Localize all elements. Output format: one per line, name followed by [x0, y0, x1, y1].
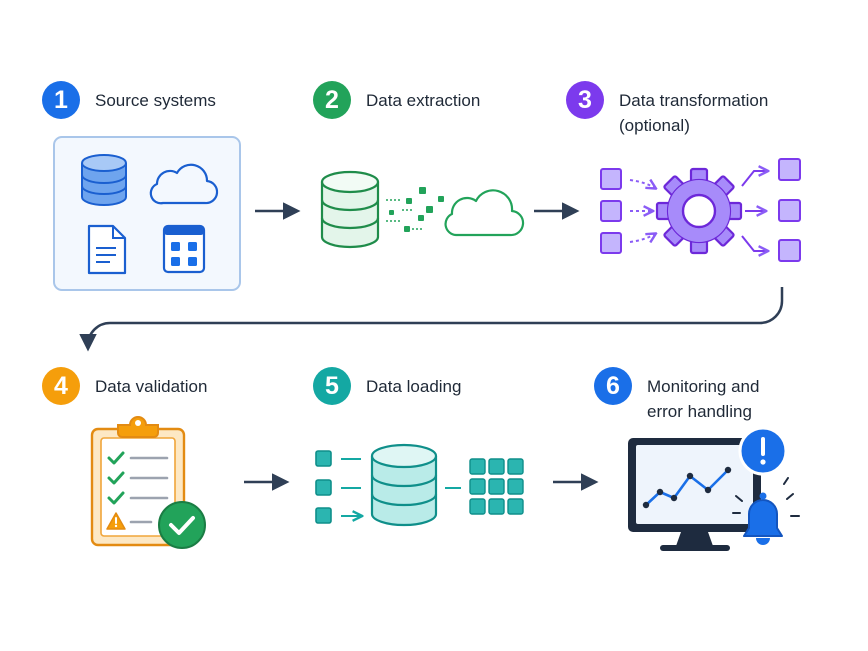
step-6-header: 6 Monitoring and error handling: [594, 367, 759, 424]
step-1-header: 1 Source systems: [42, 81, 216, 119]
input-squares-icon: [600, 168, 655, 254]
bell-icon: [732, 477, 800, 545]
step-4-label-line-1: Data validation: [95, 377, 208, 396]
step-5-label: Data loading: [366, 367, 461, 399]
input-squares-icon: [315, 450, 361, 523]
step-6-label-line-1: Monitoring and: [647, 377, 760, 396]
cloud-icon: [444, 189, 525, 237]
cloud-icon: [149, 163, 219, 205]
data-particles-icon: [386, 187, 444, 232]
step-1-badge: 1: [42, 81, 80, 119]
step-2-label: Data extraction: [366, 81, 480, 113]
gear-icon: [655, 167, 743, 255]
step-1-label-line-1: Source systems: [95, 91, 216, 110]
step-4-header: 4 Data validation: [42, 367, 207, 405]
warning-icon: [106, 512, 126, 530]
arrow-step3-to-step4: [79, 287, 784, 352]
step-3-label-line-2: (optional): [619, 116, 690, 135]
step-4-label: Data validation: [95, 367, 207, 399]
step-3-header: 3 Data transformation (optional): [566, 81, 768, 138]
table-grid-icon: [469, 458, 524, 515]
source-systems-panel: [53, 136, 241, 291]
document-icon: [87, 224, 127, 275]
step-2-header: 2 Data extraction: [313, 81, 480, 119]
step-2-label-line-1: Data extraction: [366, 91, 481, 110]
step-5-label-line-1: Data loading: [366, 377, 462, 396]
step-6-label-line-2: error handling: [647, 402, 752, 421]
database-icon: [81, 154, 127, 206]
step-1-label: Source systems: [95, 81, 216, 113]
database-icon: [370, 443, 438, 527]
output-squares-icon: [741, 158, 801, 262]
check-circle-icon: [158, 501, 206, 549]
step-5-badge: 5: [313, 367, 351, 405]
monitor-chart-icon: [628, 438, 761, 551]
step-2-badge: 2: [313, 81, 351, 119]
step-6-badge: 6: [594, 367, 632, 405]
alert-icon: [738, 426, 788, 476]
step-3-label: Data transformation (optional): [619, 81, 768, 138]
database-icon: [320, 170, 380, 249]
step-6-label: Monitoring and error handling: [647, 367, 759, 424]
table-grid-icon: [162, 224, 206, 274]
step-3-badge: 3: [566, 81, 604, 119]
step-4-badge: 4: [42, 367, 80, 405]
step-3-label-line-1: Data transformation: [619, 91, 769, 110]
step-5-header: 5 Data loading: [313, 367, 461, 405]
